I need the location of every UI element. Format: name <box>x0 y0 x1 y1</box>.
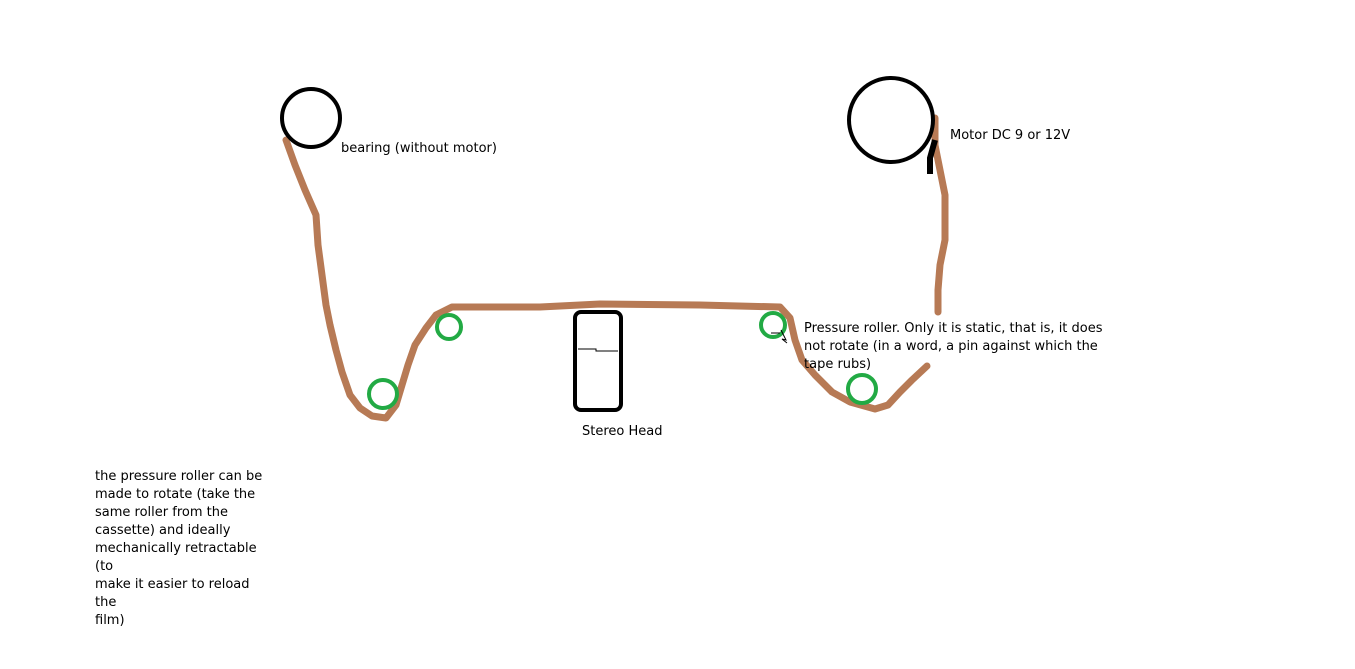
note-line: mechanically retractable (to <box>95 541 257 574</box>
tape-path <box>282 136 931 422</box>
tape-path-motor-side <box>931 114 949 316</box>
bearing-reel <box>280 87 342 149</box>
pressure-roller-label: Pressure roller. Only it is static, that… <box>804 320 1103 374</box>
pressure-roller-note: the pressure roller can be made to rotat… <box>95 468 265 630</box>
stereo-head-gap <box>578 348 618 352</box>
note-line: film) <box>95 613 125 628</box>
motor-shaft-mark <box>927 139 938 174</box>
note-line: same roller from the <box>95 505 228 520</box>
pressure-roller <box>759 311 787 339</box>
note-line: made to rotate (take the <box>95 487 256 502</box>
bearing-label: bearing (without motor) <box>341 141 497 156</box>
motor-reel <box>847 76 935 164</box>
pressure-roller-label-line: tape rubs) <box>804 357 872 372</box>
cursor-icon <box>771 329 788 344</box>
guide-roller-left-upper <box>435 313 463 341</box>
pressure-roller-label-line: not rotate (in a word, a pin against whi… <box>804 339 1098 354</box>
note-line: cassette) and ideally <box>95 523 231 538</box>
note-line: make it easier to reload the <box>95 577 250 610</box>
stereo-head <box>573 310 623 412</box>
guide-roller-left-lower <box>367 378 399 410</box>
guide-roller-right-lower <box>846 373 878 405</box>
note-line: the pressure roller can be <box>95 469 263 484</box>
pressure-roller-label-line: Pressure roller. Only it is static, that… <box>804 321 1103 336</box>
stereo-head-label: Stereo Head <box>582 424 663 439</box>
motor-label: Motor DC 9 or 12V <box>950 128 1071 143</box>
